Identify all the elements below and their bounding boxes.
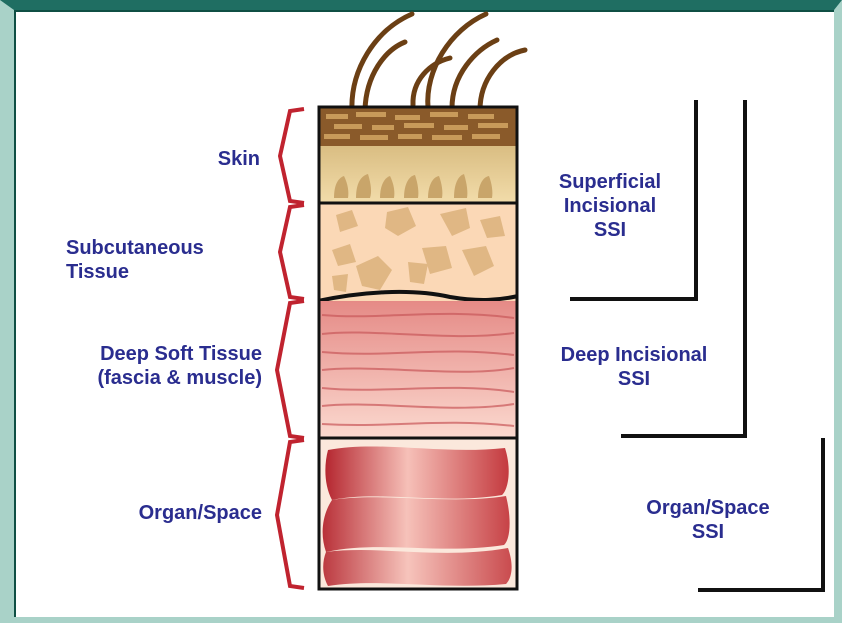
bracket-organ <box>277 440 304 588</box>
label-skin: Skin <box>218 147 260 171</box>
hair-strands <box>352 14 525 112</box>
label-subcutaneous-tissue: Subcutaneous Tissue <box>66 236 204 284</box>
label-deep-incisional-ssi: Deep Incisional SSI <box>524 343 744 391</box>
label-deep-soft-tissue: Deep Soft Tissue (fascia & muscle) <box>97 342 262 390</box>
label-organ-space: Organ/Space <box>139 501 262 525</box>
skin-layer <box>320 108 516 203</box>
bracket-deep <box>277 301 304 438</box>
deep-tissue-layer <box>320 301 516 438</box>
label-organ-space-ssi: Organ/Space SSI <box>608 496 808 544</box>
organ-layer <box>320 438 516 588</box>
bracket-subcutaneous <box>280 205 304 299</box>
bracket-skin <box>280 109 304 203</box>
label-superficial-incisional-ssi: Superficial Incisional SSI <box>520 170 700 242</box>
subcutaneous-layer <box>318 203 518 301</box>
layer-brackets <box>277 109 304 588</box>
